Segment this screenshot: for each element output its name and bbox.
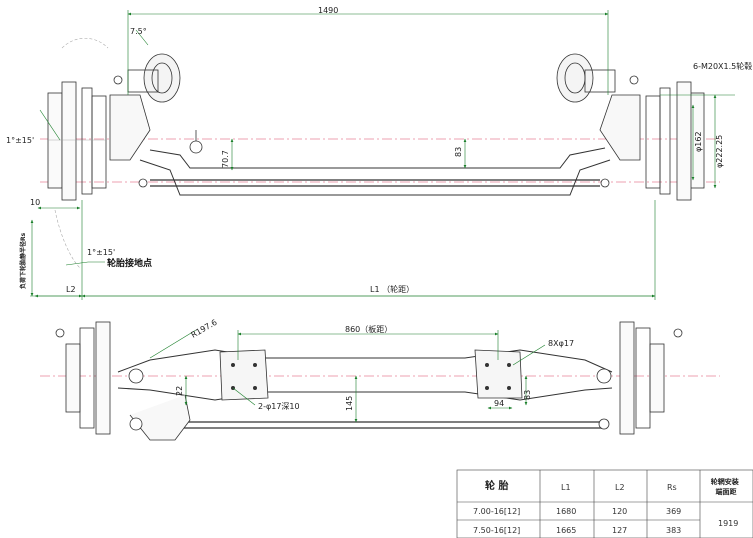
spec-table bbox=[456, 469, 753, 538]
offset-10: 10 bbox=[30, 198, 40, 207]
plan-dim-94: 94 bbox=[494, 399, 504, 408]
angle-ground: 1°±15' bbox=[87, 248, 115, 257]
table-row-2-rs: 383 bbox=[666, 526, 681, 535]
front-view bbox=[40, 53, 720, 201]
ground-label: 轮胎接地点 bbox=[107, 257, 152, 269]
angle-left: 1°±15' bbox=[6, 136, 34, 145]
plan-holes-2: 2-φ17深10 bbox=[258, 402, 300, 411]
plan-holes-8: 8Xφ17 bbox=[548, 339, 574, 348]
bolt-spec: 6-M20X1.5轮毂 bbox=[693, 61, 752, 71]
side-vertical-label: 负荷下轮胎静半径Rs bbox=[19, 232, 27, 289]
plan-dim-83: 83 bbox=[523, 390, 532, 400]
plan-spring-dim: 860（板距） bbox=[345, 324, 392, 334]
tire-outline bbox=[54, 37, 109, 269]
front-view-dimensions bbox=[30, 10, 735, 300]
table-header-mount: 轮辋安装 端面距 bbox=[711, 477, 741, 496]
table-row-1-rs: 369 bbox=[666, 507, 681, 516]
l1-label: L1 （轮距） bbox=[370, 284, 414, 294]
table-row-2-tire: 7.50-16[12] bbox=[473, 526, 520, 535]
plan-radius: R197.6 bbox=[190, 318, 219, 340]
table-row-1-l2: 120 bbox=[612, 507, 627, 516]
track-dim: 1490 bbox=[318, 6, 338, 15]
plan-dim-22: 22 bbox=[175, 386, 184, 396]
height-707: 70.7 bbox=[221, 150, 230, 168]
dia-162: φ162 bbox=[694, 131, 703, 152]
table-row-2-l2: 127 bbox=[612, 526, 627, 535]
table-header-tire: 轮 胎 bbox=[485, 479, 508, 492]
table-mount-distance: 1919 bbox=[718, 519, 738, 528]
dia-222: φ222.25 bbox=[715, 135, 724, 168]
table-row-2-l1: 1665 bbox=[556, 526, 576, 535]
plan-view bbox=[40, 321, 720, 441]
table-header-rs: Rs bbox=[667, 483, 677, 492]
plan-view-holes bbox=[231, 363, 511, 390]
table-row-1-l1: 1680 bbox=[556, 507, 576, 516]
angle-top: 7.5° bbox=[130, 27, 147, 36]
table-header-l2: L2 bbox=[615, 483, 625, 492]
plan-view-dimensions bbox=[149, 329, 546, 423]
table-row-1-tire: 7.00-16[12] bbox=[473, 507, 520, 516]
l2-label: L2 bbox=[66, 285, 76, 294]
height-83: 83 bbox=[454, 147, 463, 157]
table-header-l1: L1 bbox=[561, 483, 571, 492]
plan-dim-145: 145 bbox=[345, 396, 354, 411]
